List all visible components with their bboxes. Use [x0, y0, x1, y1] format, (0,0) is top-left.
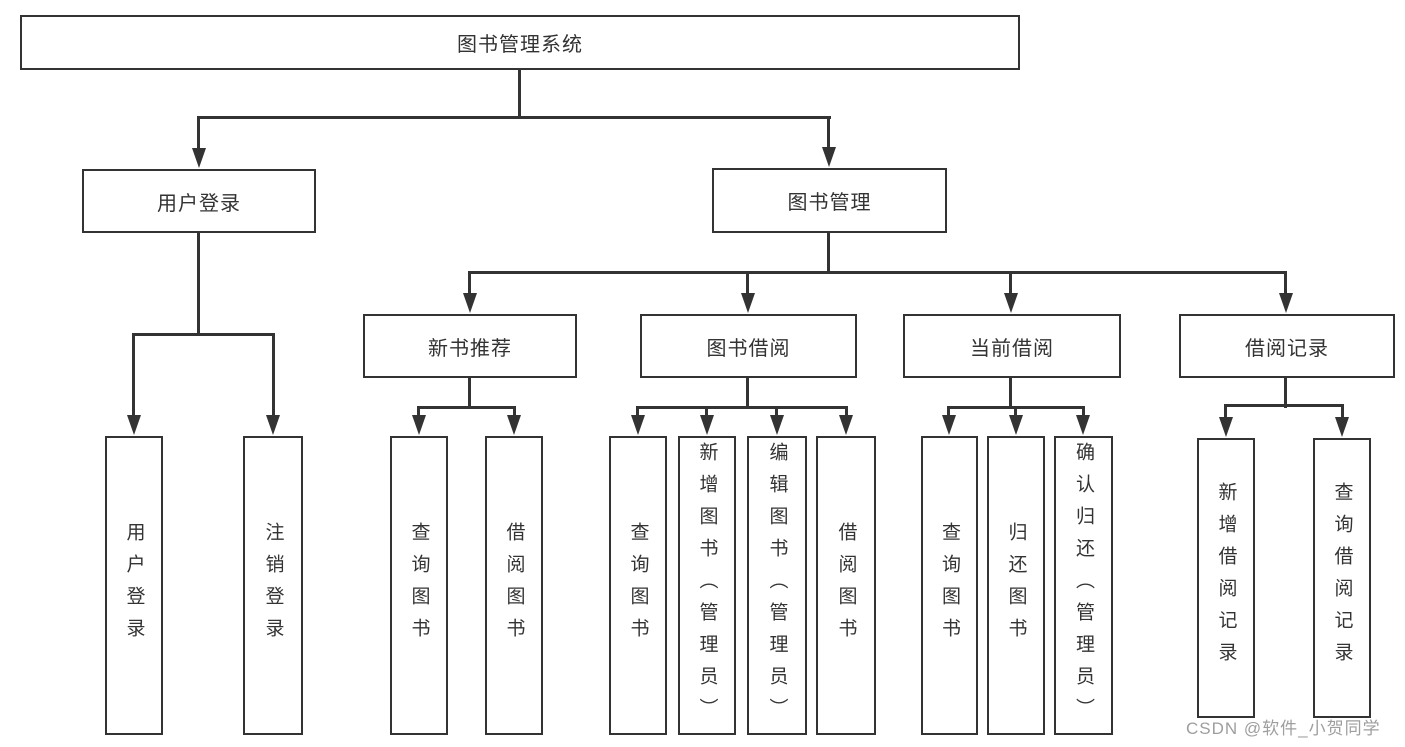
- connector-line: [1082, 406, 1085, 423]
- connector-line: [746, 378, 749, 409]
- node-add-books-admin: 新增图书（管理员）: [678, 436, 736, 735]
- connector-arrow: [1219, 417, 1233, 437]
- connector-arrow: [463, 293, 477, 313]
- node-query-borrow-record: 查询借阅记录: [1313, 438, 1371, 718]
- node-query-books-borrow: 查询图书: [609, 436, 667, 735]
- node-borrowing-records: 借阅记录: [1179, 314, 1395, 378]
- connector-arrow: [1076, 415, 1090, 435]
- node-edit-books-admin: 编辑图书（管理员）: [747, 436, 807, 735]
- connector-line: [518, 70, 521, 118]
- node-add-borrow-record: 新增借阅记录: [1197, 438, 1255, 718]
- connector-arrow: [1009, 415, 1023, 435]
- node-book-borrowing: 图书借阅: [640, 314, 857, 378]
- connector-line: [272, 333, 275, 419]
- connector-line: [132, 333, 135, 419]
- connector-line: [947, 406, 950, 423]
- connector-arrow: [770, 415, 784, 435]
- node-query-books-recommend: 查询图书: [390, 436, 448, 735]
- node-borrow-books: 借阅图书: [816, 436, 876, 735]
- connector-line: [1014, 406, 1017, 423]
- connector-line: [197, 116, 831, 119]
- connector-arrow: [942, 415, 956, 435]
- node-confirm-return-admin: 确认归还（管理员）: [1054, 436, 1113, 735]
- connector-arrow: [266, 415, 280, 435]
- connector-line: [636, 406, 848, 409]
- node-user-login: 用户登录: [82, 169, 316, 233]
- connector-arrow: [1279, 293, 1293, 313]
- node-current-borrowing: 当前借阅: [903, 314, 1121, 378]
- connector-line: [1224, 404, 1227, 421]
- csdn-watermark: CSDN @软件_小贺同学: [1186, 719, 1381, 738]
- connector-line: [827, 116, 830, 152]
- connector-line: [468, 271, 471, 297]
- connector-line: [417, 406, 420, 423]
- connector-line: [705, 406, 708, 423]
- connector-line: [1341, 404, 1344, 421]
- connector-line: [775, 406, 778, 423]
- node-new-book-recommendation: 新书推荐: [363, 314, 577, 378]
- connector-arrow: [127, 415, 141, 435]
- connector-arrow: [839, 415, 853, 435]
- node-borrow-books-recommend: 借阅图书: [485, 436, 543, 735]
- node-user-login-action: 用户登录: [105, 436, 163, 735]
- connector-arrow: [192, 148, 206, 168]
- connector-arrow: [741, 293, 755, 313]
- connector-line: [132, 333, 275, 336]
- connector-line: [197, 116, 200, 152]
- connector-arrow: [1335, 417, 1349, 437]
- connector-arrow: [1004, 293, 1018, 313]
- connector-line: [827, 233, 830, 274]
- connector-arrow: [822, 147, 836, 167]
- connector-line: [1284, 378, 1287, 408]
- connector-line: [468, 378, 471, 409]
- connector-arrow: [631, 415, 645, 435]
- connector-arrow: [700, 415, 714, 435]
- node-book-management: 图书管理: [712, 168, 947, 233]
- node-logout: 注销登录: [243, 436, 303, 735]
- connector-line: [513, 406, 516, 423]
- connector-line: [636, 406, 639, 423]
- connector-line: [746, 271, 749, 297]
- connector-line: [197, 233, 200, 336]
- connector-line: [1224, 404, 1344, 407]
- node-library-management-system: 图书管理系统: [20, 15, 1020, 70]
- connector-line: [417, 406, 516, 409]
- connector-line: [1009, 378, 1012, 409]
- node-return-books: 归还图书: [987, 436, 1045, 735]
- connector-arrow: [507, 415, 521, 435]
- connector-line: [1284, 271, 1287, 297]
- connector-arrow: [412, 415, 426, 435]
- node-query-books-current: 查询图书: [921, 436, 978, 735]
- connector-line: [468, 271, 1287, 274]
- connector-line: [1009, 271, 1012, 297]
- connector-line: [845, 406, 848, 423]
